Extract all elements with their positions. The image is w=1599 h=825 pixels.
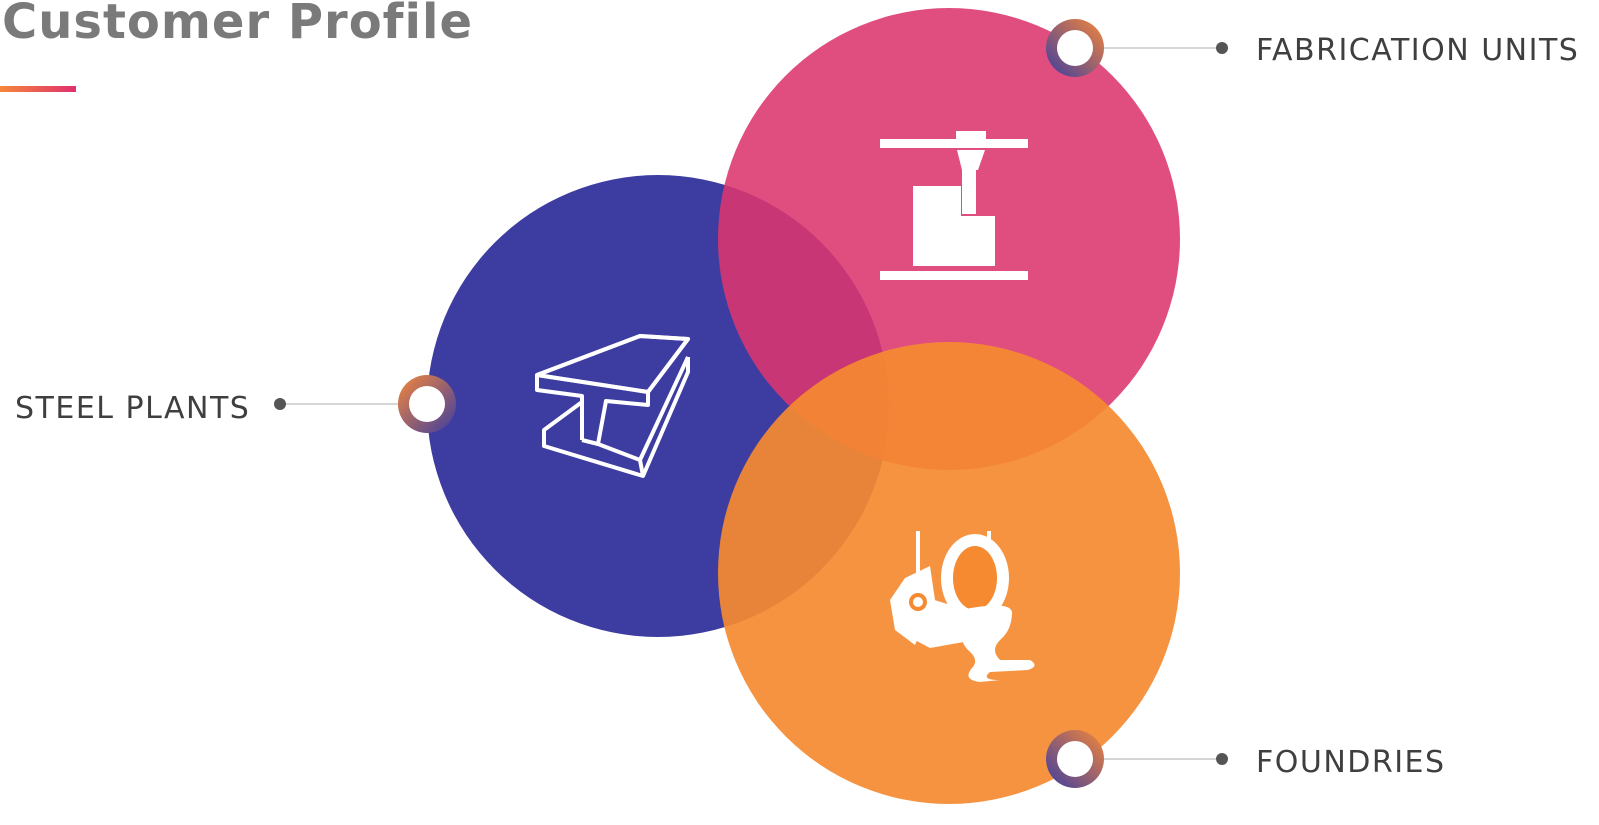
- page-title: Customer Profile: [2, 0, 474, 50]
- fabrication-units-marker: [1046, 19, 1104, 77]
- foundries-marker: [1046, 730, 1104, 788]
- title-underline: [0, 86, 76, 92]
- fabrication-units-label: FABRICATION UNITS: [1256, 33, 1580, 68]
- foundries-label: FOUNDRIES: [1256, 745, 1446, 780]
- steel-plants-dot: [274, 398, 286, 410]
- fabrication-units-dot: [1216, 42, 1228, 54]
- cnc-drill-machine-icon: [880, 131, 1028, 280]
- steel-beam-icon: [535, 334, 690, 478]
- steel-plants-marker: [398, 375, 456, 433]
- steel-plants-label: STEEL PLANTS: [15, 391, 251, 426]
- foundries-dot: [1216, 753, 1228, 765]
- molten-ladle-icon: [890, 531, 1035, 682]
